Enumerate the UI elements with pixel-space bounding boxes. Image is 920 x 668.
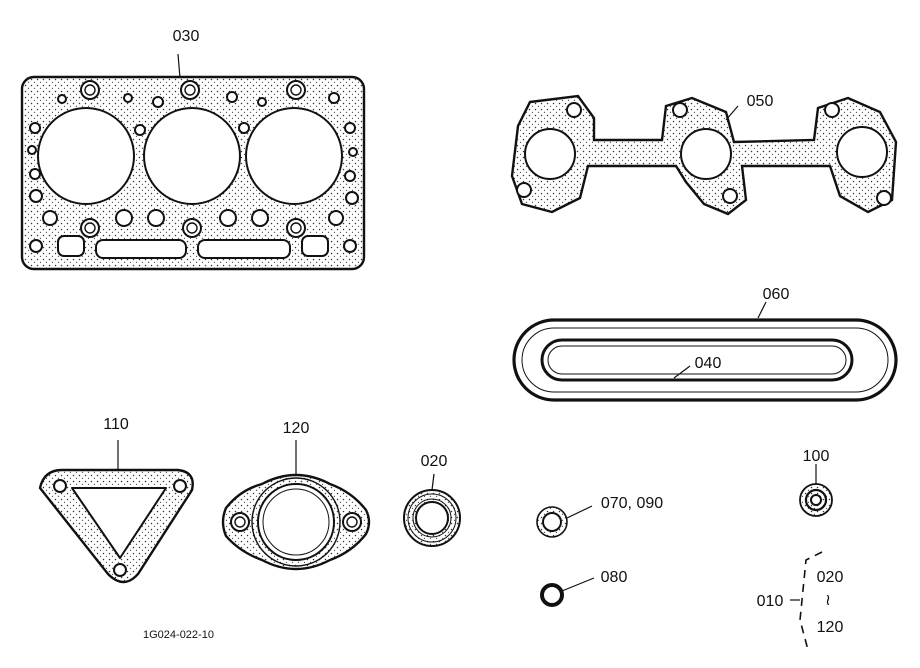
callout-080: 080 (601, 569, 628, 586)
range-separator: ≀ (825, 592, 831, 609)
seal-ring (403, 489, 461, 547)
callout-110: 110 (103, 416, 129, 433)
cylinder-bore-1 (37, 107, 135, 205)
triangular-flange-gasket (38, 468, 194, 584)
cylinder-bore-3 (245, 107, 343, 205)
callout-010: 010 (757, 593, 784, 610)
drawing-code: 1G024-022-10 (143, 629, 214, 641)
callout-020: 020 (421, 453, 448, 470)
exhaust-manifold-gasket (510, 94, 898, 216)
callout-060: 060 (763, 286, 790, 303)
washer (536, 506, 568, 538)
callout-030: 030 (173, 28, 200, 45)
valve-cover-gasket-inner (540, 338, 854, 382)
oval-flange-gasket (221, 473, 371, 571)
kit-range-bracket (790, 551, 823, 651)
callout-100: 100 (803, 448, 830, 465)
small-seal (799, 483, 833, 517)
o-ring (540, 583, 564, 607)
callout-050: 050 (747, 93, 774, 110)
cylinder-bore-2 (143, 107, 241, 205)
range-start-label: 020 (817, 569, 844, 586)
cylinder-head-gasket (20, 75, 366, 271)
callout-120: 120 (283, 420, 310, 437)
callout-040: 040 (695, 355, 722, 372)
callout-070-090: 070, 090 (601, 495, 663, 512)
range-end-label: 120 (817, 619, 844, 636)
